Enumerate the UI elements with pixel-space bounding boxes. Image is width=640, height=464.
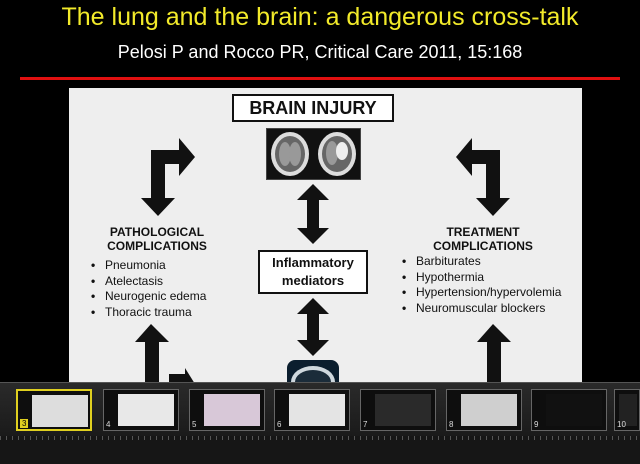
slide-thumbnail[interactable]: 10 xyxy=(614,389,640,431)
bottom-bar xyxy=(0,436,640,464)
right-list-item: • Barbiturates xyxy=(402,254,561,270)
left-list-item: • Pneumonia xyxy=(91,258,206,274)
treatment-list: • Barbiturates • Hypothermia • Hypertension/h… xyxy=(402,254,561,316)
thumbnail-number: 4 xyxy=(106,420,111,429)
thumbnail-preview xyxy=(461,394,517,426)
left-list-item-label: Atelectasis xyxy=(105,273,164,288)
arrow-mediators-lung xyxy=(297,298,329,356)
right-list-item-label: Barbiturates xyxy=(416,254,481,268)
bullet-icon: • xyxy=(91,289,96,303)
thumbnail-number: 5 xyxy=(192,420,197,429)
treatment-heading: TREATMENT COMPLICATIONS xyxy=(418,225,548,253)
thumbnail-number: 9 xyxy=(534,420,539,429)
thumbnail-preview xyxy=(375,394,431,426)
bullet-icon: • xyxy=(402,269,407,284)
thumbnail-number: 3 xyxy=(20,419,29,428)
right-list-item: • Hypothermia xyxy=(402,270,561,286)
title-divider xyxy=(20,77,620,80)
arrow-top-right xyxy=(456,138,510,216)
bullet-icon: • xyxy=(91,273,96,288)
arrow-brain-mediators xyxy=(297,184,329,244)
mediators-line1: Inflammatory xyxy=(272,255,354,270)
slide-thumbnail[interactable]: 5 xyxy=(189,389,265,431)
right-list-item-label: Neuromuscular blockers xyxy=(416,300,546,315)
diagram-arrows xyxy=(135,138,511,388)
slide-thumbnail[interactable]: 4 xyxy=(103,389,179,431)
thumbnail-number: 6 xyxy=(277,420,282,429)
slide-thumbnail[interactable]: 3 xyxy=(16,389,92,431)
slide-title: The lung and the brain: a dangerous cros… xyxy=(61,3,579,31)
inflammatory-mediators-box: Inflammatory mediators xyxy=(258,250,368,294)
right-list-item-label: Hypothermia xyxy=(416,269,485,284)
left-list-item: • Thoracic trauma xyxy=(91,305,206,321)
arrow-bottom-left xyxy=(135,324,195,388)
thumbnail-preview xyxy=(32,395,88,427)
brain-ct-scan-icon xyxy=(271,132,356,176)
pathological-heading: PATHOLOGICAL COMPLICATIONS xyxy=(91,225,223,253)
thumbnail-number: 10 xyxy=(617,420,626,429)
thumbnail-preview xyxy=(289,394,345,426)
slide-citation: Pelosi P and Rocco PR, Critical Care 201… xyxy=(117,42,523,62)
bullet-icon: • xyxy=(91,304,96,319)
arrow-bottom-right xyxy=(477,324,511,388)
filmstrip-scrollbar[interactable] xyxy=(0,436,640,440)
thumbnail-number: 8 xyxy=(449,420,454,429)
left-list-item-label: Pneumonia xyxy=(105,258,166,272)
thumbnail-preview xyxy=(546,394,602,426)
thumbnail-preview xyxy=(619,394,637,426)
mediators-line2: mediators xyxy=(281,273,345,288)
brain-scan-images xyxy=(266,128,361,180)
slide-thumbnail[interactable]: 6 xyxy=(274,389,350,431)
slide-thumbnail[interactable]: 8 xyxy=(446,389,522,431)
left-list-item-label: Thoracic trauma xyxy=(105,304,192,319)
thumbnail-number: 7 xyxy=(363,420,368,429)
thumbnail-preview xyxy=(118,394,174,426)
treatment-heading-line1: TREATMENT xyxy=(446,225,520,239)
slide-filmstrip: 3 4 5 6 7 8 9 10 xyxy=(0,382,640,437)
arrow-top-left xyxy=(141,138,195,216)
right-list-item-label: Hypertension/hypervolemia xyxy=(416,285,562,299)
slide-thumbnail[interactable]: 7 xyxy=(360,389,436,431)
pathological-heading-line1: PATHOLOGICAL xyxy=(109,225,205,239)
brain-injury-box: BRAIN INJURY xyxy=(232,94,394,122)
bullet-icon: • xyxy=(402,254,407,268)
left-list-item-label: Neurogenic edema xyxy=(105,289,207,303)
diagram-figure: BRAIN INJURY Inflammatory mediators PATH… xyxy=(69,88,582,388)
pathological-list: •Pneumonia•Atelectasis•Neurogenic edema•… xyxy=(91,258,206,320)
slide-thumbnail[interactable]: 9 xyxy=(531,389,607,431)
bullet-icon: • xyxy=(402,300,407,315)
right-list-item: • Neuromuscular blockers xyxy=(402,301,561,317)
bullet-icon: • xyxy=(402,285,407,299)
pathological-heading-line2: COMPLICATIONS xyxy=(107,239,207,253)
right-list-item: • Hypertension/hypervolemia xyxy=(402,285,561,301)
treatment-heading-line2: COMPLICATIONS xyxy=(433,239,533,253)
thumbnail-preview xyxy=(204,394,260,426)
left-list-item: • Neurogenic edema xyxy=(91,289,206,305)
left-list-item: • Atelectasis xyxy=(91,274,206,290)
bullet-icon: • xyxy=(91,258,96,272)
